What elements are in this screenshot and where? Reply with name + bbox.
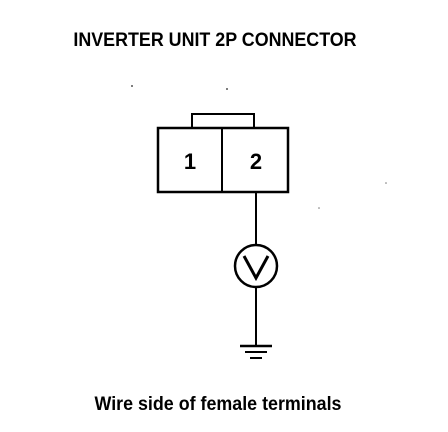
scan-speck [318,207,320,209]
scan-speck [226,88,228,90]
diagram-title: INVERTER UNIT 2P CONNECTOR [73,30,357,51]
pin-2-label: 2 [250,149,262,174]
scan-speck [131,85,133,87]
diagram-caption: Wire side of female terminals [94,394,342,415]
pin-1-label: 1 [184,149,196,174]
connector-latch [191,113,255,129]
voltmeter-v-glyph [242,255,270,282]
ground-symbol-icon [240,344,272,359]
scan-speck [385,182,387,184]
voltmeter-icon [233,243,279,289]
